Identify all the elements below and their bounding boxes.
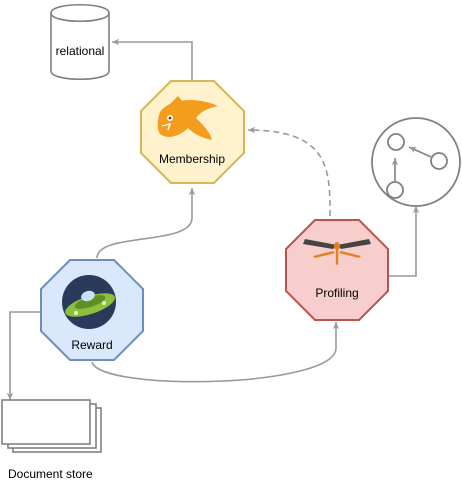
profiling-label: Profiling: [315, 286, 358, 300]
graph-node-top: [387, 133, 405, 151]
node-membership[interactable]: Membership: [140, 80, 245, 184]
node-document-store[interactable]: Document store: [1, 399, 102, 481]
database-cylinder-icon: [50, 4, 110, 80]
edge-profiling-to-graph: [388, 206, 420, 277]
dragonfly-icon: [303, 239, 371, 265]
relational-label: relational: [56, 44, 105, 58]
membership-label: Membership: [159, 152, 225, 166]
stacked-documents-icon: [1, 399, 102, 453]
edge-profiling-to-membership: [247, 126, 331, 217]
document-store-label: Document store: [8, 467, 93, 481]
ufo-icon: [62, 275, 116, 329]
node-profiling[interactable]: Profiling: [285, 219, 389, 321]
node-reward[interactable]: Reward: [40, 259, 144, 361]
node-graph[interactable]: [371, 117, 461, 207]
graph-node-right: [430, 152, 448, 170]
reward-label: Reward: [71, 338, 112, 352]
edge-reward-to-profiling: [91, 322, 340, 383]
membership-octagon: [140, 80, 245, 184]
node-relational[interactable]: relational: [50, 4, 110, 80]
database-cylinder-rim: [50, 12, 110, 22]
edge-reward-to-membership: [96, 188, 196, 259]
edge-reward-to-document-store: [6, 311, 40, 400]
edges: [6, 38, 420, 400]
graph-node-bottom: [386, 181, 404, 199]
graph-inner-links: [391, 146, 432, 181]
profiling-octagon: [285, 219, 389, 321]
edge-membership-to-relational: [112, 38, 193, 84]
fish-icon: [157, 96, 218, 140]
